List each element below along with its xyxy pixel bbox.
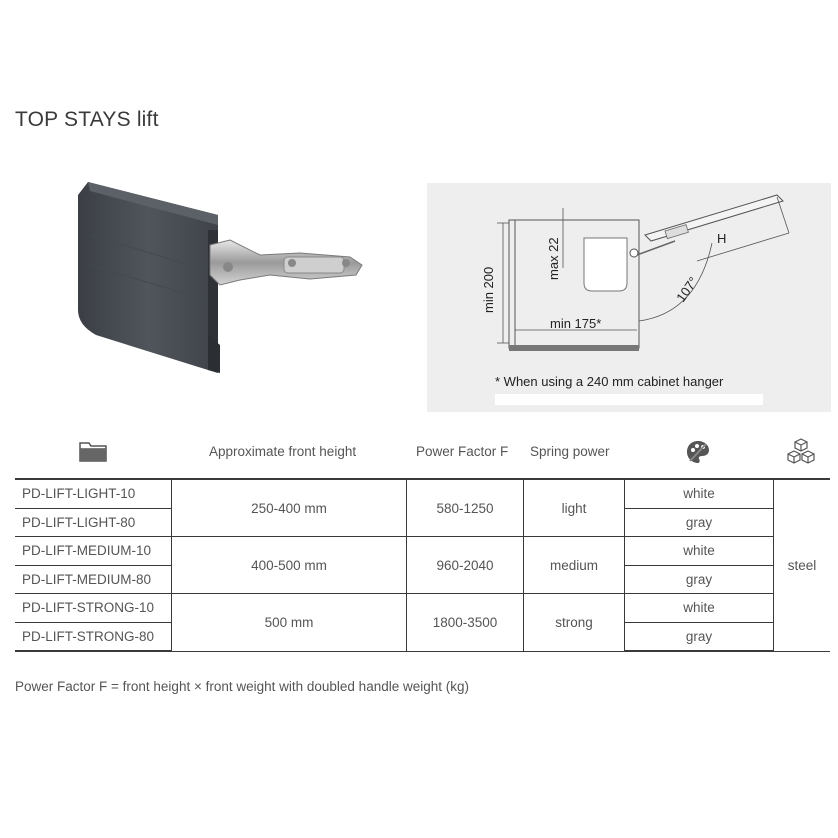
table-header: Approximate front height Power Factor F … — [15, 430, 830, 478]
folder-icon — [79, 442, 107, 462]
color-cell: white — [624, 593, 774, 623]
diagram-drawing: min 200 max 22 min 175* 107° H — [481, 194, 790, 351]
dimension-diagram: min 200 max 22 min 175* 107° H * When us… — [427, 183, 831, 412]
product-code: PD-LIFT-MEDIUM-80 — [15, 565, 172, 594]
label-min-200: min 200 — [481, 267, 496, 313]
color-cell: gray — [624, 507, 774, 537]
spring-power-cell: light — [523, 478, 625, 537]
label-h: H — [717, 231, 726, 246]
power-factor-cell: 960-2040 — [406, 536, 524, 594]
label-angle: 107° — [673, 274, 701, 305]
palette-icon — [687, 441, 709, 463]
material-cell: steel — [773, 478, 830, 652]
front-height-cell: 250-400 mm — [171, 478, 407, 537]
label-max-22: max 22 — [546, 237, 561, 280]
spec-table-body: PD-LIFT-LIGHT-10 250-400 mm 580-1250 lig… — [15, 478, 830, 652]
table-row: PD-LIFT-STRONG-80 gray — [15, 621, 830, 652]
color-cell: gray — [624, 621, 774, 652]
table-row: PD-LIFT-LIGHT-80 gray — [15, 507, 830, 537]
product-code: PD-LIFT-LIGHT-10 — [15, 478, 172, 509]
redaction-strip — [495, 394, 763, 405]
product-code: PD-LIFT-STRONG-80 — [15, 622, 172, 652]
product-photo — [78, 182, 363, 373]
power-factor-cell: 580-1250 — [406, 478, 524, 537]
table-row: PD-LIFT-STRONG-10 500 mm 1800-3500 stron… — [15, 593, 830, 652]
header-front-height: Approximate front height — [209, 444, 357, 459]
header-spring-power: Spring power — [530, 444, 610, 459]
diagram-footnote: * When using a 240 mm cabinet hanger — [495, 374, 724, 389]
front-height-cell: 400-500 mm — [171, 536, 407, 594]
color-cell: white — [624, 536, 774, 566]
page-title: TOP STAYS lift — [15, 108, 159, 131]
product-code: PD-LIFT-LIGHT-80 — [15, 508, 172, 537]
color-cell: white — [624, 478, 774, 509]
table-row: PD-LIFT-MEDIUM-80 gray — [15, 564, 830, 594]
color-cell: gray — [624, 564, 774, 594]
spring-power-cell: strong — [523, 593, 625, 652]
power-factor-cell: 1800-3500 — [406, 593, 524, 652]
front-height-cell: 500 mm — [171, 593, 407, 652]
table-row: PD-LIFT-LIGHT-10 250-400 mm 580-1250 lig… — [15, 478, 830, 652]
cubes-icon — [787, 438, 815, 464]
header-power-factor: Power Factor F — [416, 444, 509, 459]
product-code: PD-LIFT-STRONG-10 — [15, 593, 172, 623]
label-min-175: min 175* — [550, 316, 601, 331]
table-row: PD-LIFT-MEDIUM-10 400-500 mm 960-2040 me… — [15, 536, 830, 594]
power-factor-note: Power Factor F = front height × front we… — [15, 679, 469, 694]
spring-power-cell: medium — [523, 536, 625, 594]
product-code: PD-LIFT-MEDIUM-10 — [15, 536, 172, 566]
